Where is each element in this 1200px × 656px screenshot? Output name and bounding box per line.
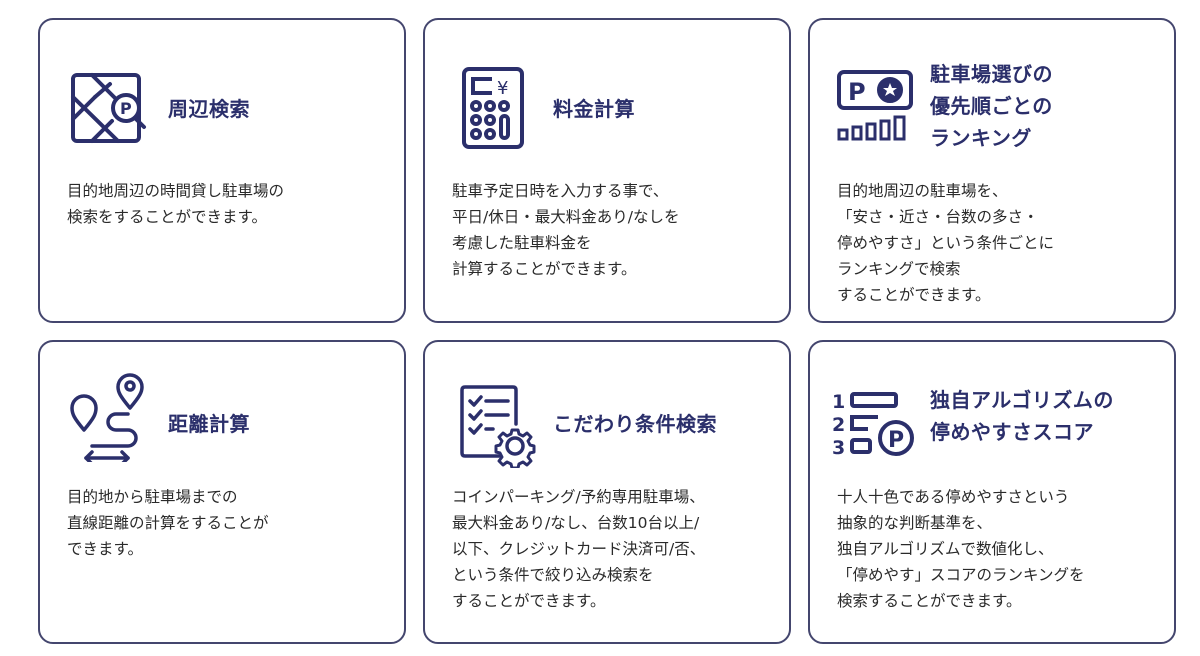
svg-text:P: P (120, 99, 132, 118)
map-parking-search-icon: P (70, 72, 150, 152)
feature-card-parking-score: 1 2 3 P 独自アルゴリズムの 停めやすさスコア 十人十色である停めやすさと… (808, 340, 1176, 644)
card-title: 独自アルゴリズムの 停めやすさスコア (930, 388, 1114, 444)
card-title: 駐車場選びの 優先順ごとの ランキング (930, 62, 1053, 150)
checklist-gear-icon (459, 384, 539, 468)
svg-text:P: P (848, 78, 866, 106)
parking-star-ranking-icon: P (836, 68, 916, 148)
feature-card-fee-calculation: ¥ 料金計算 駐車予定日時を入力する事で、 平日/休日・最大料金あり/なしを 考… (423, 18, 791, 323)
card-description: 十人十色である停めやすさという 抽象的な判断基準を、 独自アルゴリズムで数値化し… (837, 488, 1085, 610)
card-title: こだわり条件検索 (553, 412, 717, 436)
svg-text:¥: ¥ (497, 78, 508, 99)
card-description: 駐車予定日時を入力する事で、 平日/休日・最大料金あり/なしを 考慮した駐車料金… (452, 182, 680, 278)
card-title: 距離計算 (168, 412, 250, 436)
svg-text:1: 1 (832, 391, 845, 413)
card-description: コインパーキング/予約専用駐車場、 最大料金あり/なし、台数10台以上/ 以下、… (452, 488, 706, 610)
card-title: 周辺検索 (168, 97, 250, 121)
card-title: 料金計算 (553, 97, 635, 121)
svg-text:P: P (888, 428, 904, 453)
feature-card-distance-calculation: 距離計算 目的地から駐車場までの 直線距離の計算をすることが できます。 (38, 340, 406, 644)
route-distance-icon (68, 372, 150, 462)
feature-card-priority-ranking: P 駐車場選びの 優先順ごとの ランキング 目的地周辺の駐車場を、 「安さ・近さ… (808, 18, 1176, 323)
card-description: 目的地周辺の時間貸し駐車場の 検索をすることができます。 (67, 182, 285, 226)
svg-text:3: 3 (832, 437, 845, 458)
card-description: 目的地周辺の駐車場を、 「安さ・近さ・台数の多さ・ 停めやすさ」という条件ごとに… (837, 182, 1055, 304)
calculator-yen-icon: ¥ (461, 66, 525, 150)
feature-card-detailed-search: こだわり条件検索 コインパーキング/予約専用駐車場、 最大料金あり/なし、台数1… (423, 340, 791, 644)
feature-card-nearby-search: P 周辺検索 目的地周辺の時間貸し駐車場の 検索をすることができます。 (38, 18, 406, 323)
card-description: 目的地から駐車場までの 直線距離の計算をすることが できます。 (67, 488, 269, 558)
ranking-score-parking-icon: 1 2 3 P (832, 388, 922, 458)
svg-text:2: 2 (832, 414, 845, 436)
